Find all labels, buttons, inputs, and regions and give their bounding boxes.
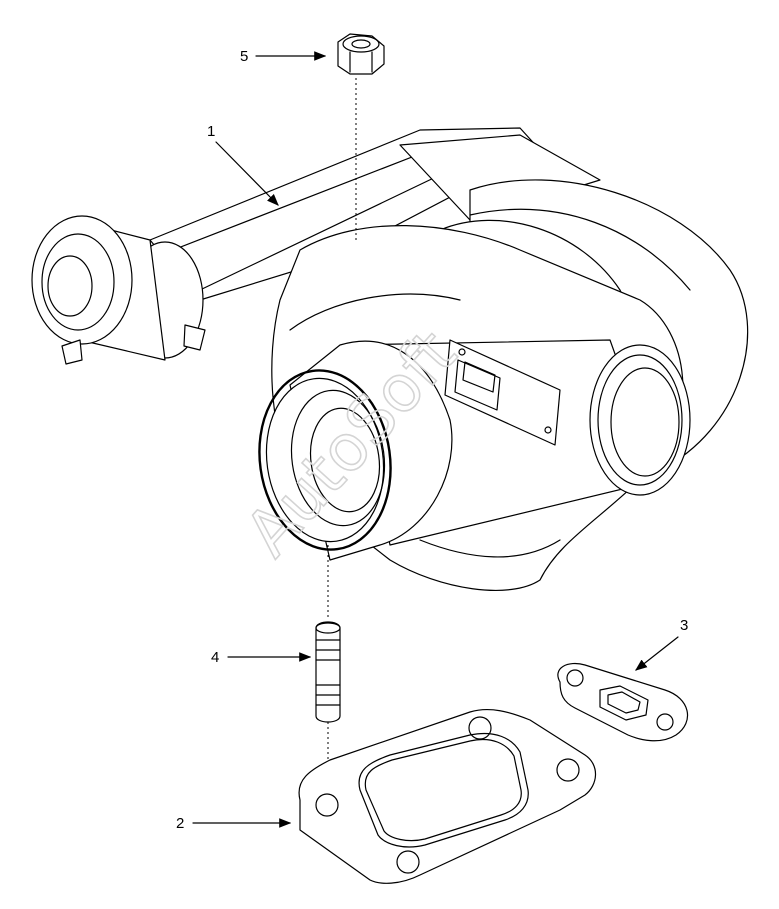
callout-1-arrow [215, 141, 279, 206]
callout-1-label: 1 [207, 123, 215, 140]
callout-4-label: 4 [211, 649, 219, 666]
callout-3-arrow [635, 636, 679, 671]
exhaust-gasket [298, 708, 597, 884]
callout-5-label: 5 [240, 48, 248, 65]
wastegate-actuator [31, 215, 206, 365]
callout-3-label: 3 [680, 617, 688, 634]
callout-2-label: 2 [176, 815, 184, 832]
turbine-inlet [258, 340, 453, 561]
identification-plate [444, 339, 561, 446]
actuator-arm [149, 127, 601, 301]
stud [315, 621, 341, 723]
nut [337, 33, 385, 75]
drain-gasket [557, 662, 689, 742]
